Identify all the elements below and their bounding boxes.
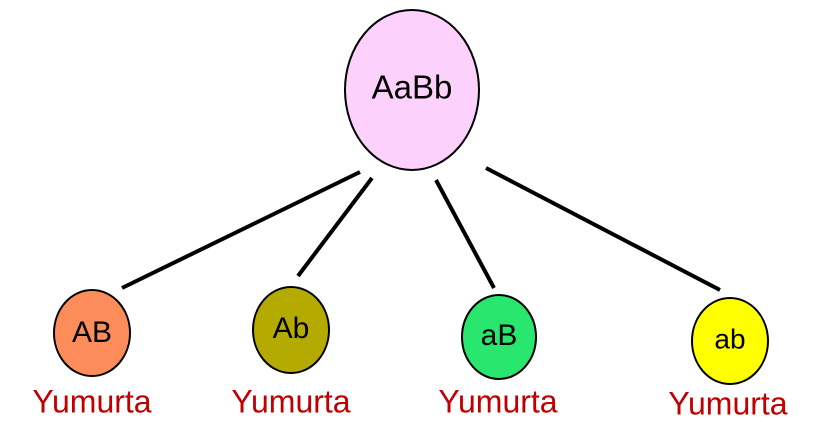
gamete-label: Ab (273, 312, 310, 345)
parent-node-label: AaBb (372, 69, 453, 106)
parent-node: AaBb (344, 9, 480, 171)
connector-line-ab-lower-upper (434, 179, 496, 289)
gamete-node-2: Ab Yumurta (231, 286, 351, 419)
gamete-circle (461, 294, 537, 380)
gamete-label: aB (481, 319, 518, 352)
gamete-node-4: ab Yumurta (668, 297, 788, 421)
gamete-caption: Yumurta (231, 383, 350, 419)
connector-line-ab-mixed (296, 176, 374, 278)
gamete-caption: Yumurta (32, 383, 151, 419)
gamete-label: AB (72, 316, 112, 349)
gamete-node-3: aB Yumurta (438, 294, 558, 419)
gamete-circle (252, 286, 330, 374)
gamete-circle (53, 289, 131, 377)
gamete-caption: Yumurta (668, 385, 787, 421)
gamete-caption: Yumurta (438, 383, 557, 419)
connector-line-ab-upper (121, 170, 361, 290)
gamete-node-1: AB Yumurta (32, 289, 152, 419)
gamete-circle (691, 297, 769, 385)
connector-line-ab-lower (485, 166, 721, 292)
parent-node-circle (344, 9, 480, 171)
gamete-label: ab (714, 323, 745, 354)
